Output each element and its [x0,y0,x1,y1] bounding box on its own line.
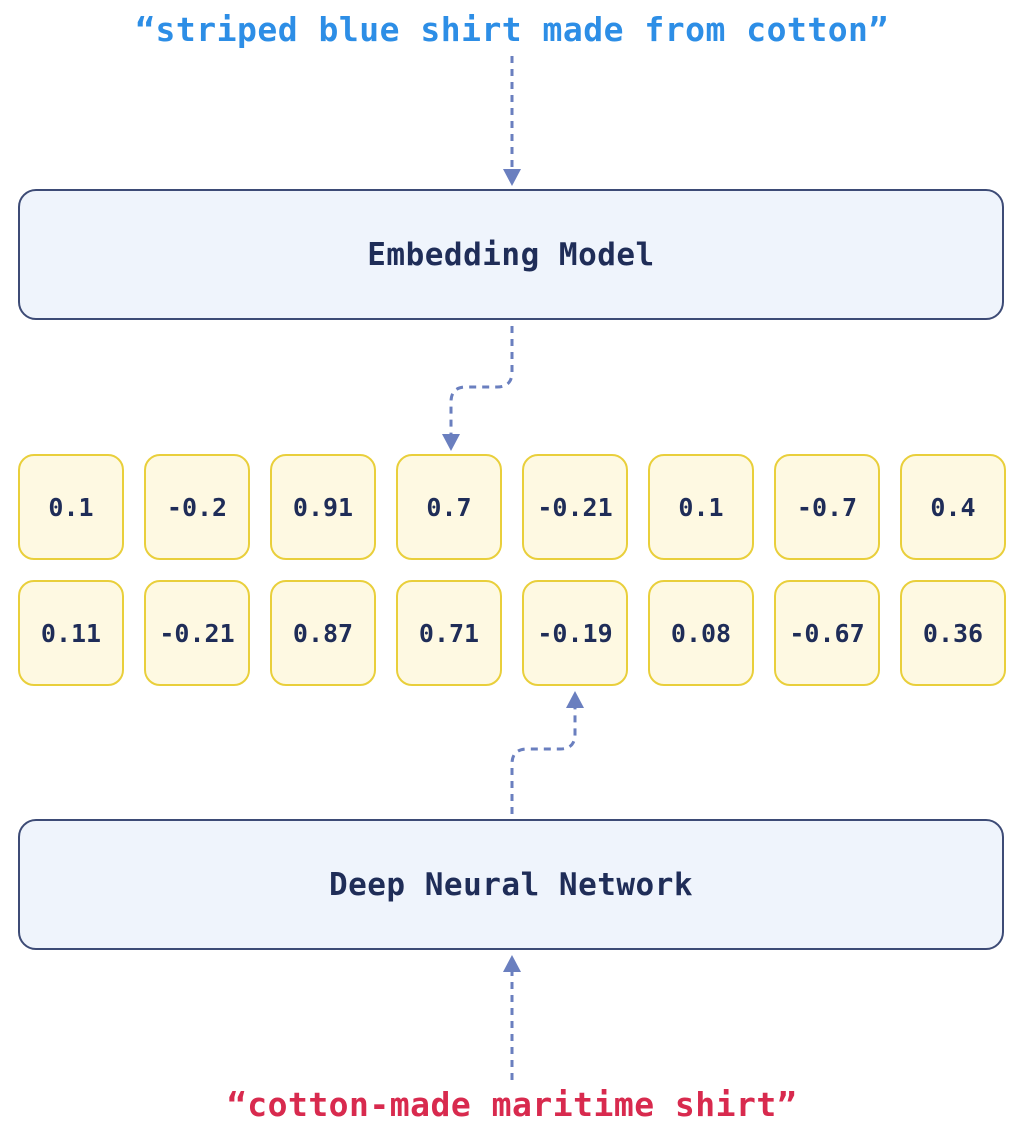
arrow-dnn-to-vector [510,706,577,814]
embedding-model-box: Embedding Model [18,189,1004,320]
vector-top-cell-1: 0.1 [18,454,124,560]
arrowhead-down-embedding [503,169,521,186]
query-bottom-text: “cotton-made maritime shirt” [226,1085,798,1124]
vector-top-cell-7: -0.7 [774,454,880,560]
arrow-embedding-to-vector [449,326,514,436]
deep-neural-network-label: Deep Neural Network [328,866,694,903]
vector-row-top: 0.1 -0.2 0.91 0.7 -0.21 0.1 -0.7 0.4 [18,454,1008,562]
vector-top-cell-2: -0.2 [144,454,250,560]
vector-bottom-cell-4: 0.71 [396,580,502,686]
vector-bottom-cell-1: 0.11 [18,580,124,686]
vector-bottom-cell-8: 0.36 [900,580,1006,686]
vector-top-cell-6: 0.1 [648,454,754,560]
deep-neural-network-box: Deep Neural Network [18,819,1004,950]
vector-bottom-cell-3: 0.87 [270,580,376,686]
arrowhead-up-vector [566,691,584,708]
vector-bottom-cell-6: 0.08 [648,580,754,686]
vector-top-cell-5: -0.21 [522,454,628,560]
embedding-model-label: Embedding Model [367,236,655,273]
vector-top-cell-8: 0.4 [900,454,1006,560]
arrowhead-up-dnn [503,955,521,972]
vector-bottom-cell-7: -0.67 [774,580,880,686]
vector-top-cell-3: 0.91 [270,454,376,560]
vector-row-bottom: 0.11 -0.21 0.87 0.71 -0.19 0.08 -0.67 0.… [18,580,1008,688]
query-top-text: “striped blue shirt made from cotton” [135,10,889,49]
vector-bottom-cell-2: -0.21 [144,580,250,686]
vector-bottom-cell-5: -0.19 [522,580,628,686]
arrowhead-down-vector [442,434,460,451]
vector-top-cell-4: 0.7 [396,454,502,560]
